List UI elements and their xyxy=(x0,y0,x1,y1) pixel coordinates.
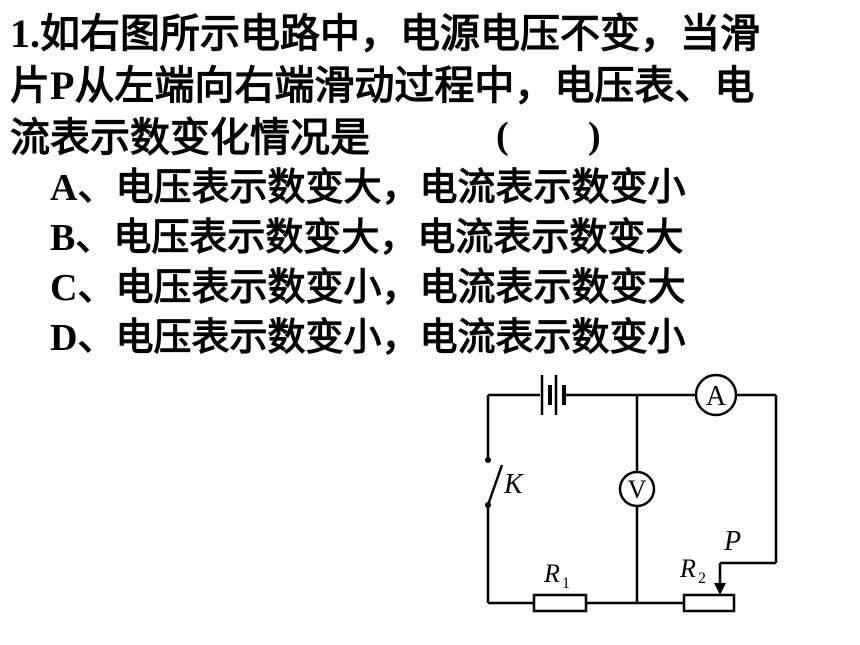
option-c[interactable]: C、电压表示数变小，电流表示数变大 xyxy=(50,264,685,311)
switch-contact-top xyxy=(485,457,491,463)
option-letter: C xyxy=(50,267,78,309)
r1-subscript: 1 xyxy=(562,575,570,592)
slider-symbol-p: P xyxy=(50,63,75,108)
question-line-3: 流表示数变化情况是 xyxy=(10,114,370,162)
option-text: 、电压表示数变小，电流表示数变大 xyxy=(77,265,686,309)
option-letter: D xyxy=(50,317,78,359)
voltmeter-icon xyxy=(618,470,656,508)
question-text-line-1: 如右图所示电路中，电源电压不变，当滑 xyxy=(40,11,760,57)
circuit-diagram: A V K P R 1 R 2 xyxy=(485,373,778,613)
resistor-r1 xyxy=(532,593,588,613)
question-line-1: 1.如右图所示电路中，电源电压不变，当滑 xyxy=(10,10,760,58)
r2-label: R xyxy=(679,554,696,583)
resistor-r2 xyxy=(682,593,736,613)
option-b[interactable]: B、电压表示数变大，电流表示数变大 xyxy=(50,214,683,261)
voltmeter-label: V xyxy=(628,475,647,504)
question-text-line-3: 流表示数变化情况是 xyxy=(10,115,370,161)
r2-subscript: 2 xyxy=(698,570,706,587)
question-line-2: 片P从左端向右端滑动过程中，电压表、电 xyxy=(10,62,754,110)
answer-paren-open: ( xyxy=(496,115,509,157)
slider-arrow-icon xyxy=(714,583,726,595)
option-d[interactable]: D、电压表示数变小，电流表示数变小 xyxy=(50,314,685,361)
switch-label: K xyxy=(503,469,524,500)
option-text: 、电压表示数变大，电流表示数变小 xyxy=(77,165,686,209)
answer-paren-close: ) xyxy=(588,115,601,157)
slider-label: P xyxy=(723,526,741,557)
option-letter: B xyxy=(50,217,76,259)
r1-label: R xyxy=(543,559,560,588)
option-text: 、电压表示数变大，电流表示数变大 xyxy=(75,215,684,259)
ammeter-label: A xyxy=(706,381,727,412)
switch-contact-bottom xyxy=(485,502,491,508)
option-letter: A xyxy=(50,167,78,209)
question-text-line-2a: 片 xyxy=(10,63,50,109)
option-a[interactable]: A、电压表示数变大，电流表示数变小 xyxy=(50,164,685,211)
question-number: 1. xyxy=(10,11,40,56)
option-text: 、电压表示数变小，电流表示数变小 xyxy=(77,315,686,359)
switch-blade xyxy=(486,464,504,506)
question-text-line-2b: 从左端向右端滑动过程中，电压表、电 xyxy=(74,63,755,109)
ammeter-icon xyxy=(694,373,738,417)
